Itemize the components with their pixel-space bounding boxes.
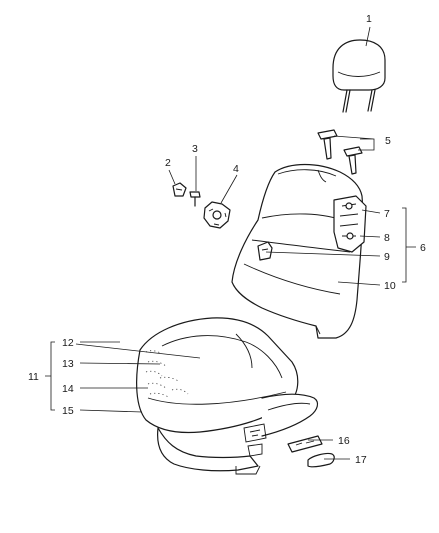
callout-3: 3 — [192, 143, 198, 155]
callout-2: 2 — [165, 157, 171, 169]
callout-17: 17 — [355, 454, 367, 466]
callout-8: 8 — [384, 232, 390, 244]
callout-6: 6 — [420, 242, 426, 254]
headrest-guide-right — [343, 146, 363, 175]
callout-12: 12 — [62, 337, 74, 349]
clip-part — [172, 182, 187, 197]
seat-back-frame — [333, 195, 367, 253]
recliner-knob — [203, 201, 231, 229]
seat-cushion — [136, 317, 299, 434]
cover-part — [307, 452, 335, 468]
screw-part — [189, 191, 201, 207]
seat-frame — [157, 393, 319, 475]
callout-10: 10 — [384, 280, 396, 292]
callout-9: 9 — [384, 251, 390, 263]
callout-1: 1 — [366, 13, 372, 25]
callout-4: 4 — [233, 163, 239, 175]
headrest-guide-left — [317, 129, 338, 160]
callout-11: 11 — [28, 371, 39, 383]
leader-lines — [45, 26, 416, 460]
callout-7: 7 — [384, 208, 390, 220]
seat-back — [231, 163, 364, 339]
headrest — [332, 39, 386, 113]
bracket-part — [257, 241, 273, 261]
callout-13: 13 — [62, 358, 74, 370]
callout-14: 14 — [62, 383, 74, 395]
callout-15: 15 — [62, 405, 74, 417]
switch-part — [287, 435, 323, 453]
callout-5: 5 — [385, 135, 391, 147]
callout-16: 16 — [338, 435, 350, 447]
